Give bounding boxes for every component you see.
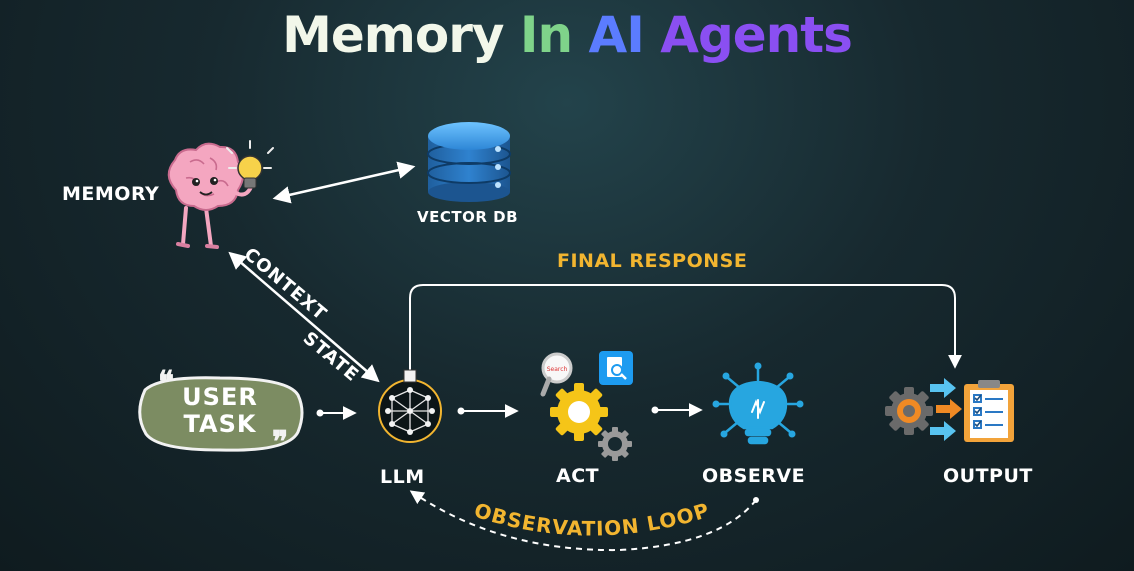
output-arrows-icon xyxy=(930,378,962,441)
user-task-line1: USER xyxy=(182,383,258,411)
memory-vectordb-arrow xyxy=(272,161,416,204)
user-task-to-llm-arrow xyxy=(316,406,357,420)
document-search-icon xyxy=(599,351,633,385)
memory-label: MEMORY xyxy=(62,183,160,205)
context-state-arrow xyxy=(228,251,380,383)
user-task-label: USER TASK xyxy=(150,384,290,438)
vector-db-icon xyxy=(427,122,511,202)
lightbulb-icon xyxy=(226,140,274,189)
llm-to-act-arrow xyxy=(457,404,519,418)
yellow-gear-icon xyxy=(550,383,608,441)
act-to-observe-arrow xyxy=(651,403,703,417)
llm-label: LLM xyxy=(380,466,425,488)
title-word-memory: Memory xyxy=(282,6,504,64)
title-word-agents: Agents xyxy=(660,6,853,64)
svg-text:❞: ❞ xyxy=(272,425,288,460)
final-response-label: FINAL RESPONSE xyxy=(557,250,748,272)
brain-icon xyxy=(167,142,253,249)
search-lens-icon: Search xyxy=(540,352,573,397)
state-label: STATE xyxy=(299,328,363,386)
user-task-bubble: ❝ ❞ xyxy=(138,365,304,460)
page-title: Memory In AI Agents xyxy=(0,6,1134,64)
llm-network-icon xyxy=(378,369,442,443)
output-gear-icon xyxy=(885,387,933,435)
context-label: CONTEXT xyxy=(240,244,331,325)
final-response-arrow xyxy=(409,284,962,372)
output-label: OUTPUT xyxy=(943,465,1033,487)
observe-bulb-icon xyxy=(712,362,804,445)
observation-loop-label: OBSERVATION LOOP xyxy=(471,498,712,541)
title-word-ai: AI xyxy=(588,6,645,64)
user-task-line2: TASK xyxy=(183,410,257,438)
search-lens-text: Search xyxy=(547,366,568,373)
observe-label: OBSERVE xyxy=(702,465,806,487)
title-word-in: In xyxy=(519,6,573,64)
clipboard-icon xyxy=(964,380,1014,442)
gray-gear-icon xyxy=(598,427,632,461)
act-label: ACT xyxy=(556,465,600,487)
vector-db-label: VECTOR DB xyxy=(417,208,519,226)
svg-text:❝: ❝ xyxy=(158,365,174,400)
